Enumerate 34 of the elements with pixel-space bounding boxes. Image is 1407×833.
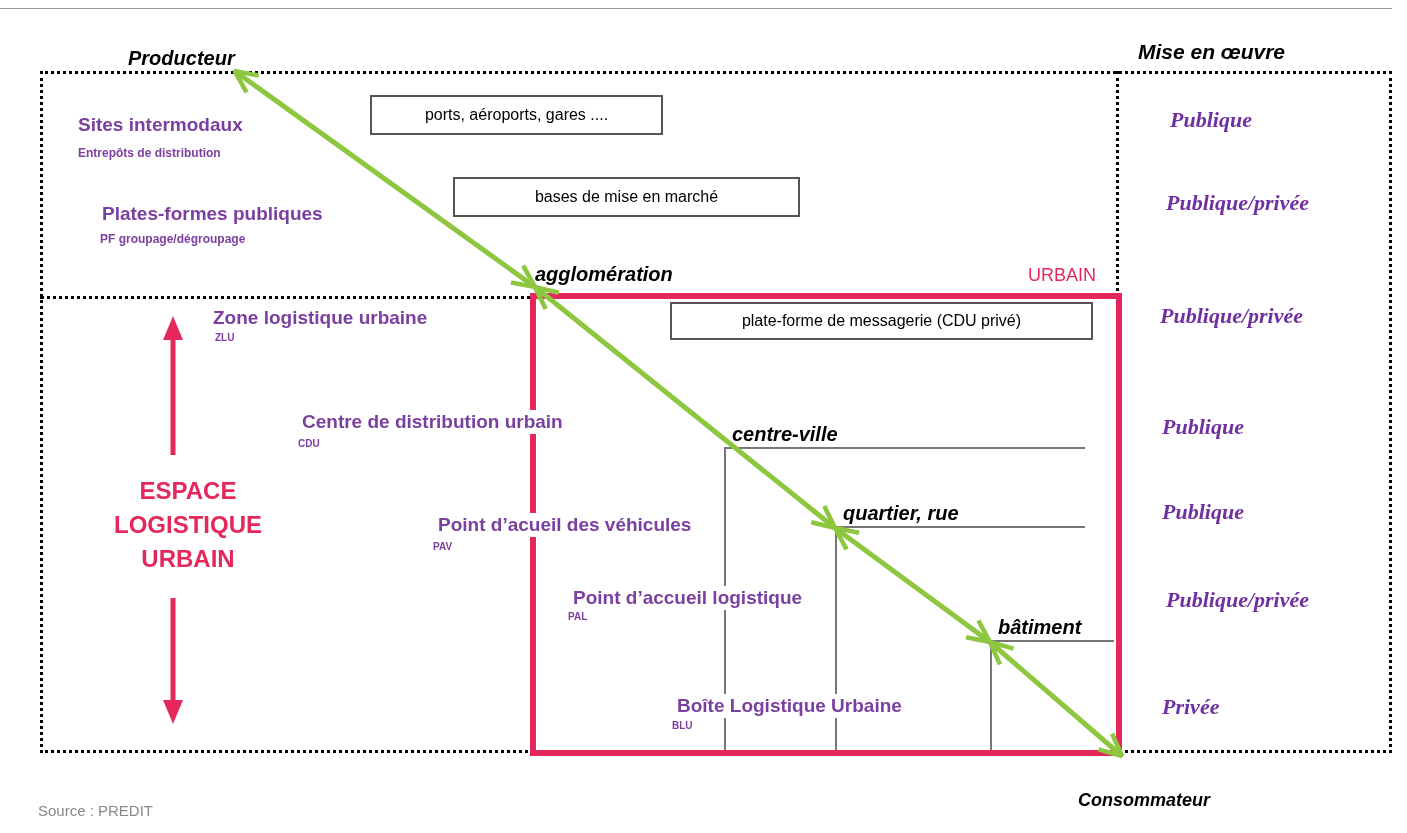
zone-label: Point d’acueil des véhicules xyxy=(438,513,692,537)
arrow xyxy=(832,525,993,645)
zone-label: Centre de distribution urbain xyxy=(302,410,563,434)
end-label: Consommateur xyxy=(1078,789,1211,812)
implementation-label: Publique xyxy=(1162,498,1244,526)
zone-label: Boîte Logistique Urbaine xyxy=(677,694,902,718)
label-box: ports, aéroports, gares .... xyxy=(370,95,663,135)
implementation-label: Publique xyxy=(1170,106,1252,134)
abbreviation: ZLU xyxy=(215,332,235,345)
implementation-label: Publique/privée xyxy=(1166,586,1309,614)
zone-sublabel: PF groupage/dégroupage xyxy=(100,232,246,247)
zone-label: Point d’accueil logistique xyxy=(573,586,803,610)
label-box: bases de mise en marché xyxy=(453,177,800,217)
level-label: centre-ville xyxy=(724,418,1085,449)
level-label: Producteur xyxy=(128,46,235,71)
side-title: ESPACE LOGISTIQUE URBAIN xyxy=(113,476,263,574)
abbreviation: PAL xyxy=(568,611,588,624)
arrow xyxy=(232,68,538,290)
arrow xyxy=(987,639,1125,759)
implementation-label: Publique/privée xyxy=(1166,189,1309,217)
implementation-label: Privée xyxy=(1162,693,1220,721)
source-note: Source : PREDIT xyxy=(38,801,154,821)
arrow xyxy=(532,284,838,531)
implementation-label: Publique xyxy=(1162,413,1244,441)
level-label: agglomération xyxy=(535,262,673,287)
abbreviation: CDU xyxy=(298,438,320,451)
abbreviation: PAV xyxy=(433,541,453,554)
zone-sublabel: Entrepôts de distribution xyxy=(78,146,221,161)
label-box: plate-forme de messagerie (CDU privé) xyxy=(670,302,1093,340)
level-label: quartier, rue xyxy=(835,497,1085,528)
implementation-label: Publique/privée xyxy=(1160,302,1303,330)
column-heading: Mise en œuvre xyxy=(1138,39,1286,65)
abbreviation: BLU xyxy=(672,720,693,733)
zone-heading: URBAIN xyxy=(1028,264,1096,287)
